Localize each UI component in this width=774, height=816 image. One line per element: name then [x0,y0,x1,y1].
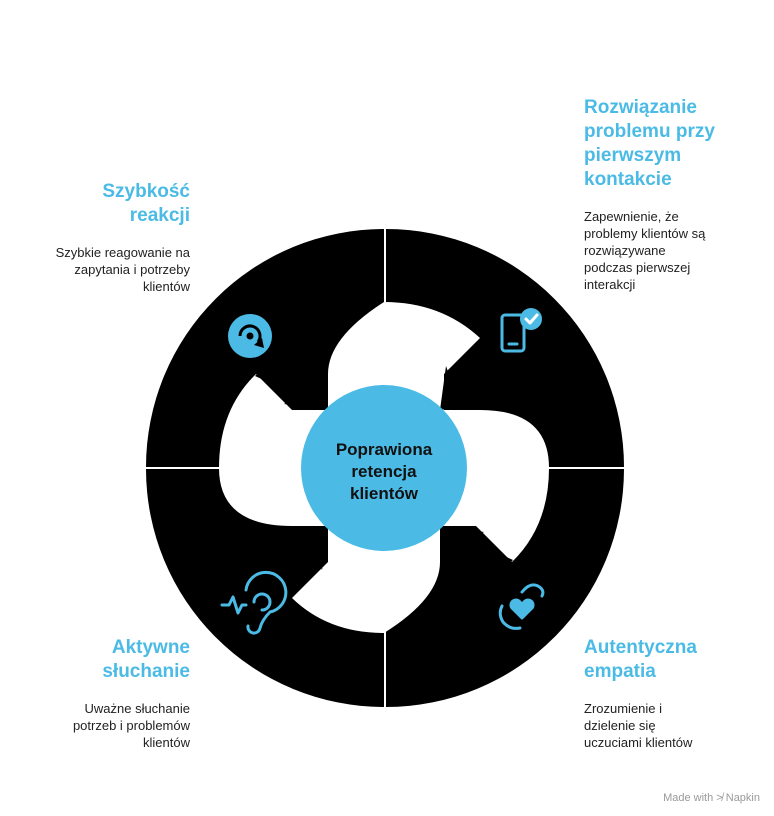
speed-gauge-icon [228,314,272,358]
phone-check-icon [500,308,542,353]
arrow-top-left [255,350,328,410]
heart-hands-icon [498,583,545,630]
title-first-contact: Rozwiązanie problemu przy pierwszym kont… [584,97,715,190]
desc-active-listening: Uważne słuchanie potrzeb i problemów kli… [72,701,190,750]
center-label-text: Poprawiona retencja klientów [335,440,433,503]
title-active-listening: Aktywne słuchanie [102,637,190,682]
arrow-bottom-left [255,526,328,586]
made-with-napkin-footer: Made with ≯ Napkin [663,792,760,804]
center-circle [301,385,467,551]
desc-first-contact: Zapewnienie, że problemy klientów są roz… [584,209,706,292]
ear-listening-icon [220,570,288,635]
arrow-top-right [440,350,513,410]
title-empathy: Autentyczna empatia [584,637,697,682]
desc-empathy: Zrozumienie i dzielenie się uczuciami kl… [584,701,693,750]
title-speed: Szybkość reakcji [102,181,190,226]
center-label: Poprawiona retencja klientów [302,390,466,554]
desc-speed: Szybkie reagowanie na zapytania i potrze… [55,245,190,294]
arrow-bottom-right [440,526,513,586]
